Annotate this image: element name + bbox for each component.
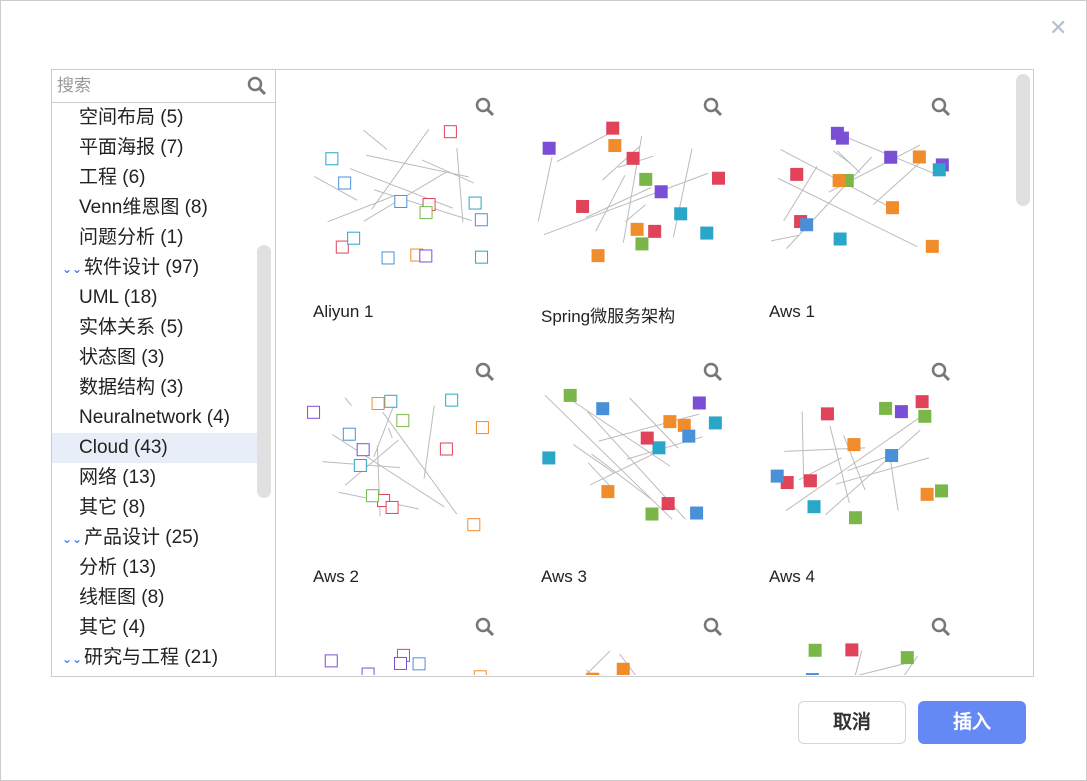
tree-item[interactable]: Neuralnetwork (4) bbox=[79, 407, 230, 428]
template-card[interactable]: Aws 4 bbox=[746, 362, 961, 612]
tree-item-selected[interactable]: Cloud (43) bbox=[52, 433, 257, 463]
search-input[interactable] bbox=[52, 70, 232, 101]
tree-item[interactable]: 平面海报 (7) bbox=[79, 137, 184, 158]
tree-item[interactable]: 空间布局 (5) bbox=[79, 107, 184, 128]
template-label: Aws 4 bbox=[769, 567, 815, 586]
template-thumbnail bbox=[585, 650, 637, 675]
template-label: Aws 3 bbox=[541, 567, 587, 586]
tree-item[interactable]: 数据结构 (3) bbox=[79, 377, 184, 398]
category-label: 软件设计 (97) bbox=[84, 257, 200, 278]
template-thumbnail bbox=[770, 126, 949, 253]
tree-item[interactable]: 实体关系 (5) bbox=[79, 317, 184, 338]
template-card[interactable] bbox=[290, 617, 505, 675]
tree-category-research[interactable]: ⌄⌄研究与工程 (21) bbox=[52, 643, 257, 673]
insert-button[interactable]: 插入 bbox=[918, 701, 1026, 744]
tree-item[interactable]: 网络 (13) bbox=[79, 467, 157, 488]
tree-item[interactable]: 状态图 (3) bbox=[79, 347, 165, 368]
cancel-button[interactable]: 取消 bbox=[798, 701, 906, 744]
close-icon[interactable]: ✕ bbox=[1049, 15, 1068, 40]
zoom-icon[interactable] bbox=[703, 362, 723, 387]
category-label: 产品设计 (25) bbox=[84, 527, 200, 548]
template-card[interactable]: Spring微服务架构 bbox=[518, 97, 733, 347]
template-card[interactable]: Aws 1 bbox=[746, 97, 961, 347]
tree-category-product[interactable]: ⌄⌄产品设计 (25) bbox=[52, 523, 257, 553]
tree-item[interactable]: 其它 (4) bbox=[79, 617, 146, 638]
tree-item[interactable]: 问题分析 (1) bbox=[79, 227, 184, 248]
zoom-icon[interactable] bbox=[931, 362, 951, 387]
search-icon[interactable] bbox=[247, 76, 267, 101]
zoom-icon[interactable] bbox=[703, 97, 723, 122]
chevron-down-icon: ⌄⌄ bbox=[62, 262, 83, 276]
tree-item[interactable]: 分析 (13) bbox=[79, 557, 157, 578]
template-grid: Aliyun 1 Spring微服务架构 Aws 1 Aws 2 Aws 3 Aws 4 bbox=[276, 69, 1034, 677]
template-label: Aliyun 1 bbox=[313, 302, 374, 321]
search-box bbox=[52, 70, 275, 103]
tree-scrollbar[interactable] bbox=[257, 245, 271, 498]
tree-category-software[interactable]: ⌄⌄软件设计 (97) bbox=[52, 253, 257, 283]
category-panel: 空间布局 (5) 平面海报 (7) 工程 (6) Venn维恩图 (8) 问题分… bbox=[51, 69, 276, 677]
grid-scrollbar[interactable] bbox=[1016, 74, 1030, 206]
template-card[interactable]: Aliyun 1 bbox=[290, 97, 505, 347]
template-thumbnail bbox=[313, 125, 489, 265]
template-card[interactable] bbox=[746, 617, 961, 675]
zoom-icon[interactable] bbox=[475, 617, 495, 642]
template-label: Spring微服务架构 bbox=[541, 307, 676, 326]
chevron-down-icon: ⌄⌄ bbox=[62, 652, 83, 666]
tree-item[interactable]: Venn维恩图 (8) bbox=[79, 197, 208, 218]
tree-item[interactable]: 工程 (6) bbox=[79, 167, 146, 188]
zoom-icon[interactable] bbox=[931, 97, 951, 122]
tree-item[interactable]: 其它 (8) bbox=[79, 497, 146, 518]
template-thumbnail bbox=[537, 121, 726, 263]
template-thumbnail bbox=[324, 648, 487, 675]
template-label: Aws 1 bbox=[769, 302, 815, 321]
template-card[interactable] bbox=[518, 617, 733, 675]
category-tree: 空间布局 (5) 平面海报 (7) 工程 (6) Venn维恩图 (8) 问题分… bbox=[52, 103, 257, 673]
template-card[interactable]: Aws 2 bbox=[290, 362, 505, 612]
template-thumbnail bbox=[307, 393, 489, 532]
template-thumbnail bbox=[542, 388, 722, 521]
category-label: 研究与工程 (21) bbox=[84, 647, 219, 668]
tree-item[interactable]: 线框图 (8) bbox=[79, 587, 165, 608]
zoom-icon[interactable] bbox=[475, 97, 495, 122]
zoom-icon[interactable] bbox=[931, 617, 951, 642]
template-thumbnail bbox=[770, 395, 949, 525]
chevron-down-icon: ⌄⌄ bbox=[62, 532, 83, 546]
zoom-icon[interactable] bbox=[703, 617, 723, 642]
template-label: Aws 2 bbox=[313, 567, 359, 586]
template-card[interactable]: Aws 3 bbox=[518, 362, 733, 612]
template-thumbnail bbox=[805, 643, 918, 675]
zoom-icon[interactable] bbox=[475, 362, 495, 387]
tree-item[interactable]: UML (18) bbox=[79, 287, 158, 308]
